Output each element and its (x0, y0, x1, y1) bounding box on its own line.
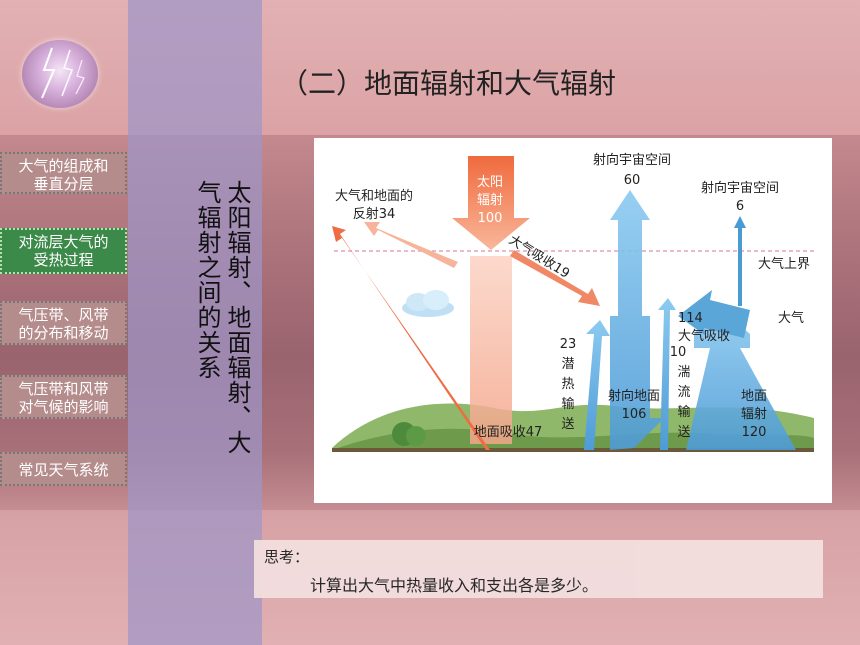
label-space6-a: 射向宇宙空间 (701, 180, 779, 196)
label-solar-b: 辐射 (477, 192, 503, 208)
cloud-icon (402, 290, 454, 317)
ground-line (332, 448, 814, 452)
ground-reflection-arrow (332, 226, 490, 450)
atmosphere-absorb-arrow (510, 250, 600, 306)
nav-label-line1: 常见天气系统 (18, 461, 109, 479)
nav-label-line1: 大气的组成和 (18, 157, 109, 175)
nav-label-line2: 垂直分层 (33, 175, 94, 193)
turbulent-transfer-arrow (658, 298, 676, 450)
nav-item-troposphere-heating[interactable]: 对流层大气的 受热过程 (0, 228, 127, 274)
label-ground-rad-b: 辐射 (741, 406, 767, 422)
label-reflect-a: 大气和地面的 (335, 188, 413, 204)
latent-heat-arrow (584, 320, 610, 450)
atmospheric-radiation-column (610, 190, 664, 450)
label-turb-text: 湍流输送 (677, 365, 690, 440)
radiation-diagram: 大气和地面的 反射34 太阳 辐射 100 射向宇宙空间 60 射向宇宙空间 6… (314, 138, 832, 503)
label-ground-rad-c: 120 (742, 425, 767, 440)
label-absorb114-text: 大气吸收 (678, 328, 730, 344)
solar-column (470, 256, 512, 444)
nav-label-line2: 对气候的影响 (18, 398, 109, 416)
nav-item-atmosphere-composition[interactable]: 大气的组成和 垂直分层 (0, 152, 127, 194)
label-reflect-b: 反射34 (353, 206, 396, 222)
solar-radiation-arrow (452, 156, 530, 250)
ground-radiation-arrow (686, 306, 796, 450)
label-atmosphere: 大气 (778, 310, 804, 326)
label-ground-rad-a: 地面 (741, 389, 767, 404)
space-6-arrow (734, 216, 746, 306)
nav-label-line1: 气压带和风带 (18, 380, 109, 398)
nav-label-line1: 对流层大气的 (18, 233, 109, 251)
tree-icon (406, 426, 426, 446)
vertical-title: 太阳辐射、地面辐射、大气辐射之间的关系 (193, 180, 251, 455)
atmosphere-absorb-114-arrow (678, 290, 750, 338)
label-turb-num: 10 (670, 345, 687, 360)
nav-label-line2: 的分布和移动 (18, 324, 109, 342)
label-latent-num: 23 (560, 337, 577, 352)
page-title: （二）地面辐射和大气辐射 (280, 67, 617, 100)
label-space6-b: 6 (736, 199, 744, 214)
think-label: 思考： (264, 548, 310, 566)
label-solar-a: 太阳 (477, 175, 503, 190)
label-to-ground-a: 射向地面 (608, 388, 660, 404)
label-space60-a: 射向宇宙空间 (593, 152, 671, 168)
label-to-ground-b: 106 (622, 407, 647, 422)
nav-item-climate-impact[interactable]: 气压带和风带 对气候的影响 (0, 375, 127, 419)
nav-label-line1: 气压带、风带 (18, 306, 109, 324)
think-text: 计算出大气中热量收入和支出各是多少。 (310, 576, 599, 595)
label-ground-absorb: 地面吸收47 (474, 425, 543, 440)
label-upper-atmosphere: 大气上界 (758, 256, 810, 272)
nav-label-line2: 受热过程 (33, 251, 94, 269)
nav-item-weather-systems[interactable]: 常见天气系统 (0, 452, 127, 486)
label-latent-text: 潜热输送 (561, 357, 574, 432)
think-box: 思考： 计算出大气中热量收入和支出各是多少。 (254, 540, 823, 598)
label-absorb114-num: 114 (678, 311, 703, 326)
purple-column (128, 0, 262, 645)
nav-item-pressure-belts[interactable]: 气压带、风带 的分布和移动 (0, 301, 127, 345)
label-space60-b: 60 (624, 173, 641, 188)
label-solar-c: 100 (478, 211, 503, 226)
lightning-logo-icon (22, 40, 98, 108)
atmosphere-reflection-arrow (364, 222, 458, 268)
